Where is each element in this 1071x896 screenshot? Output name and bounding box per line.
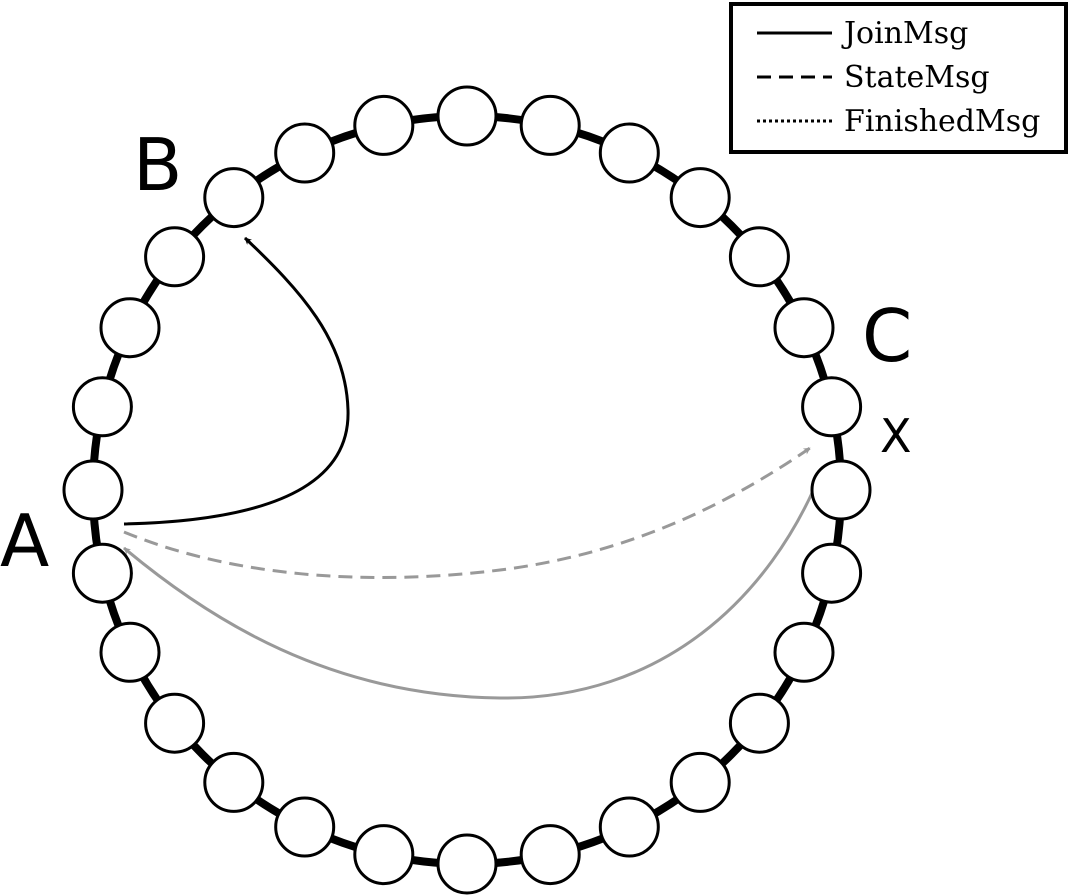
ring-node	[274, 122, 336, 184]
ring-node	[71, 542, 133, 604]
ring-node	[519, 824, 581, 886]
ring-node	[203, 167, 265, 229]
statemsg-arrow-a-to-x	[123, 446, 811, 579]
ring-node	[801, 542, 863, 604]
ring-node	[598, 122, 660, 184]
ring-node	[669, 167, 731, 229]
ring-node	[203, 751, 265, 813]
ring-node	[801, 376, 863, 438]
ring-node	[519, 94, 581, 156]
ring-node	[773, 621, 835, 683]
ring-node	[99, 621, 161, 683]
node-label-a: A	[0, 499, 49, 583]
ring-node	[353, 94, 415, 156]
legend-label-statemsg: StateMsg	[844, 60, 990, 95]
ring-node	[598, 796, 660, 858]
ring-node	[436, 833, 498, 895]
ring-node	[99, 297, 161, 359]
ring-node	[353, 824, 415, 886]
node-label-c: C	[862, 294, 912, 378]
node-label-x: X	[880, 409, 912, 463]
ring	[89, 112, 845, 868]
ring-node	[728, 692, 790, 754]
ring-node	[773, 297, 835, 359]
joinmsg-arrow-x-to-a	[123, 469, 824, 700]
joinmsg-arrow-a-to-b	[123, 236, 350, 526]
legend-label-joinmsg: JoinMsg	[841, 16, 968, 51]
ring-node	[810, 459, 872, 521]
ring-node	[144, 226, 206, 288]
ring-node	[728, 226, 790, 288]
ring-nodes	[62, 85, 872, 895]
ring-node	[274, 796, 336, 858]
ring-node	[71, 376, 133, 438]
ring-node	[669, 751, 731, 813]
ring-node	[436, 85, 498, 147]
legend: JoinMsg StateMsg FinishedMsg	[729, 2, 1068, 154]
ring-node	[62, 459, 124, 521]
legend-label-finishedmsg: FinishedMsg	[844, 104, 1040, 139]
ring-node	[144, 692, 206, 754]
node-label-b: B	[133, 123, 182, 207]
